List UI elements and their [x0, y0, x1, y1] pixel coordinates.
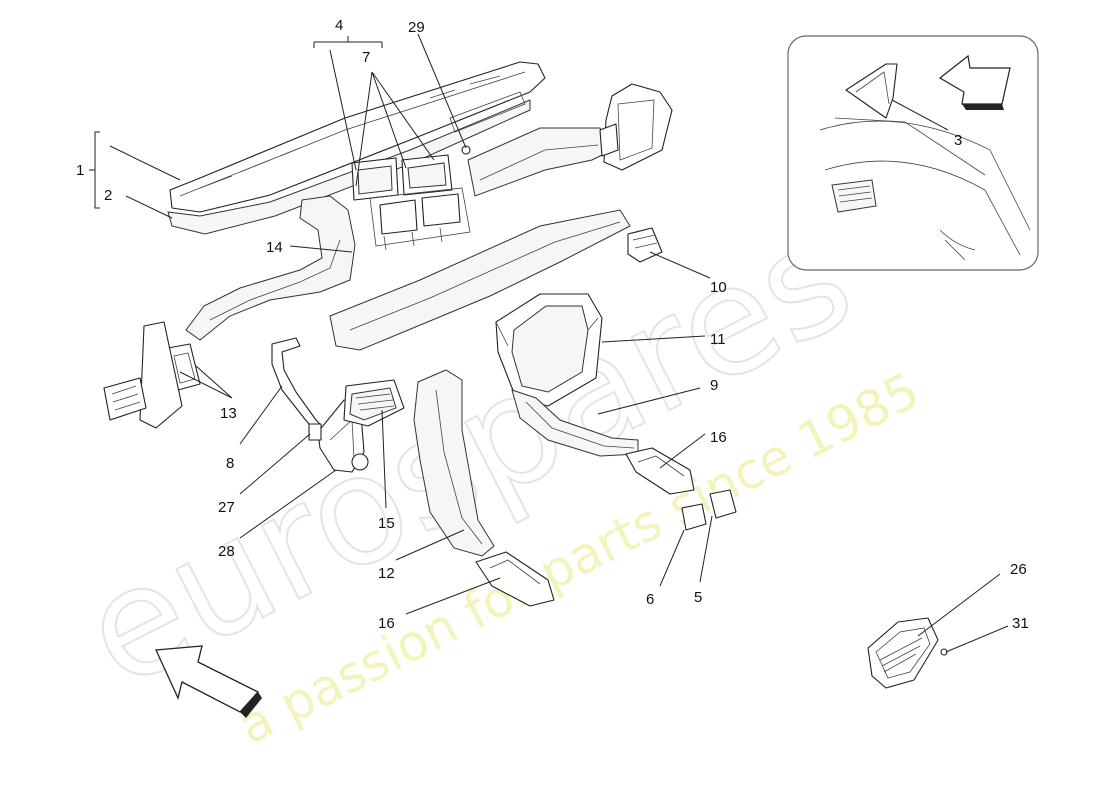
- part-12-floor-duct: [413, 369, 495, 557]
- callout-28: 28: [218, 543, 235, 560]
- callouts: 1 2 4 7 29 3 14 10 11 9 13 16 8 27 15 28…: [76, 17, 1029, 632]
- callout-15: 15: [378, 515, 395, 532]
- callout-2: 2: [104, 187, 112, 204]
- callout-16b: 16: [378, 615, 395, 632]
- part-9-rear-duct: [511, 389, 639, 457]
- part-10-connector: [627, 227, 663, 263]
- part-26-vent: [867, 617, 939, 689]
- part-29-fastener: [461, 145, 471, 155]
- vent-assembly-26: [867, 617, 948, 689]
- arrow-front-icon: [155, 645, 262, 718]
- callout-27: 27: [218, 499, 235, 516]
- part-2-lower-duct: [167, 99, 531, 235]
- callout-3: 3: [954, 132, 962, 149]
- vent-assembly-15: [343, 379, 405, 427]
- callout-31: 31: [1012, 615, 1029, 632]
- callout-11: 11: [710, 331, 726, 348]
- callout-7: 7: [362, 49, 370, 66]
- center-duct: [329, 209, 663, 407]
- part-16-floor-outlet-upper: [625, 447, 695, 495]
- center-vents: [351, 145, 471, 251]
- inset-detail: [787, 35, 1039, 271]
- callout-10: 10: [710, 279, 727, 296]
- callout-4: 4: [335, 17, 343, 34]
- arrow-inset-icon: [938, 54, 1011, 110]
- inset-vent-grille: [831, 179, 877, 213]
- callout-26: 26: [1010, 561, 1027, 578]
- part-8-hose: [271, 337, 321, 431]
- callout-12: 12: [378, 565, 395, 582]
- lower-duct-9: [511, 389, 737, 531]
- side-panel-left: [139, 321, 183, 429]
- callout-13: 13: [220, 405, 237, 422]
- callout-1: 1: [76, 162, 84, 179]
- side-duct-body: [467, 127, 613, 197]
- part-5-grille: [709, 489, 737, 519]
- lower-duct-12: [413, 369, 555, 607]
- part-3-trim: [845, 63, 898, 119]
- callout-9: 9: [710, 377, 718, 394]
- part-27-clamp: [308, 423, 322, 441]
- left-duct: [103, 195, 356, 429]
- part-6-grille: [681, 503, 707, 531]
- side-duct-right: [467, 83, 673, 197]
- callout-6: 6: [646, 591, 654, 608]
- callout-16a: 16: [710, 429, 727, 446]
- callout-8: 8: [226, 455, 234, 472]
- callout-29: 29: [408, 19, 425, 36]
- side-vent-left: [103, 377, 147, 421]
- callout-5: 5: [694, 589, 702, 606]
- center-duct-body: [329, 209, 631, 351]
- callout-14: 14: [266, 239, 283, 256]
- dashboard-duct: [167, 61, 546, 235]
- part-1-upper-panel: [169, 61, 546, 213]
- leader-lines: [89, 33, 1009, 653]
